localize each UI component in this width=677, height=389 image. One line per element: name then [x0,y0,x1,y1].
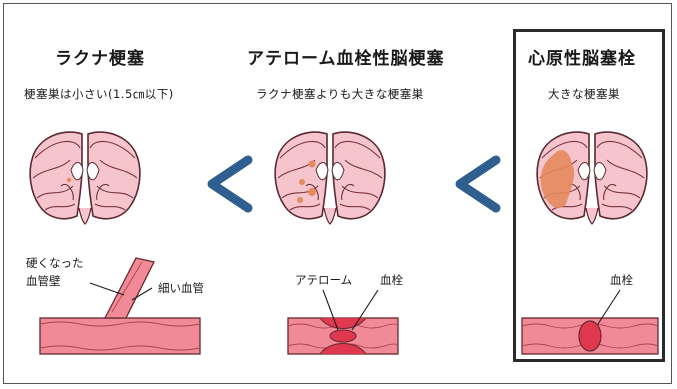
label-thrombus-cardioembolic: 血栓 [610,273,633,287]
label-atheroma: アテローム [295,273,353,287]
label-thin-vessel: 細い血管 [158,281,204,295]
cardioembolic-highlight-box [513,29,665,362]
brain-cardioembolic-icon [536,131,648,225]
title-lacunar: ラクナ梗塞 [55,49,145,69]
brain-lacunar-icon [29,131,141,225]
label-hardened-wall: 硬くなった 血管壁 [26,256,84,288]
label-thrombus-atherothrombotic: 血栓 [380,273,403,287]
subtitle-lacunar: 梗塞巣は小さい(1.5㎝以下) [24,87,174,101]
brain-atherothrombotic-icon [274,131,386,225]
subtitle-atherothrombotic: ラクナ梗塞よりも大きな梗塞巣 [256,87,424,101]
title-cardioembolic: 心原性脳塞栓 [528,49,636,69]
title-atherothrombotic: アテローム血栓性脳梗塞 [247,49,445,69]
vessel-atherothrombotic [287,289,399,355]
small-infarct-mark [66,177,72,183]
less-than-arrow-icon [207,155,253,213]
vessel-lacunar [39,257,201,355]
vessel-cardioembolic [521,289,659,355]
subtitle-cardioembolic: 大きな梗塞巣 [548,87,620,101]
less-than-arrow-icon [455,155,501,213]
